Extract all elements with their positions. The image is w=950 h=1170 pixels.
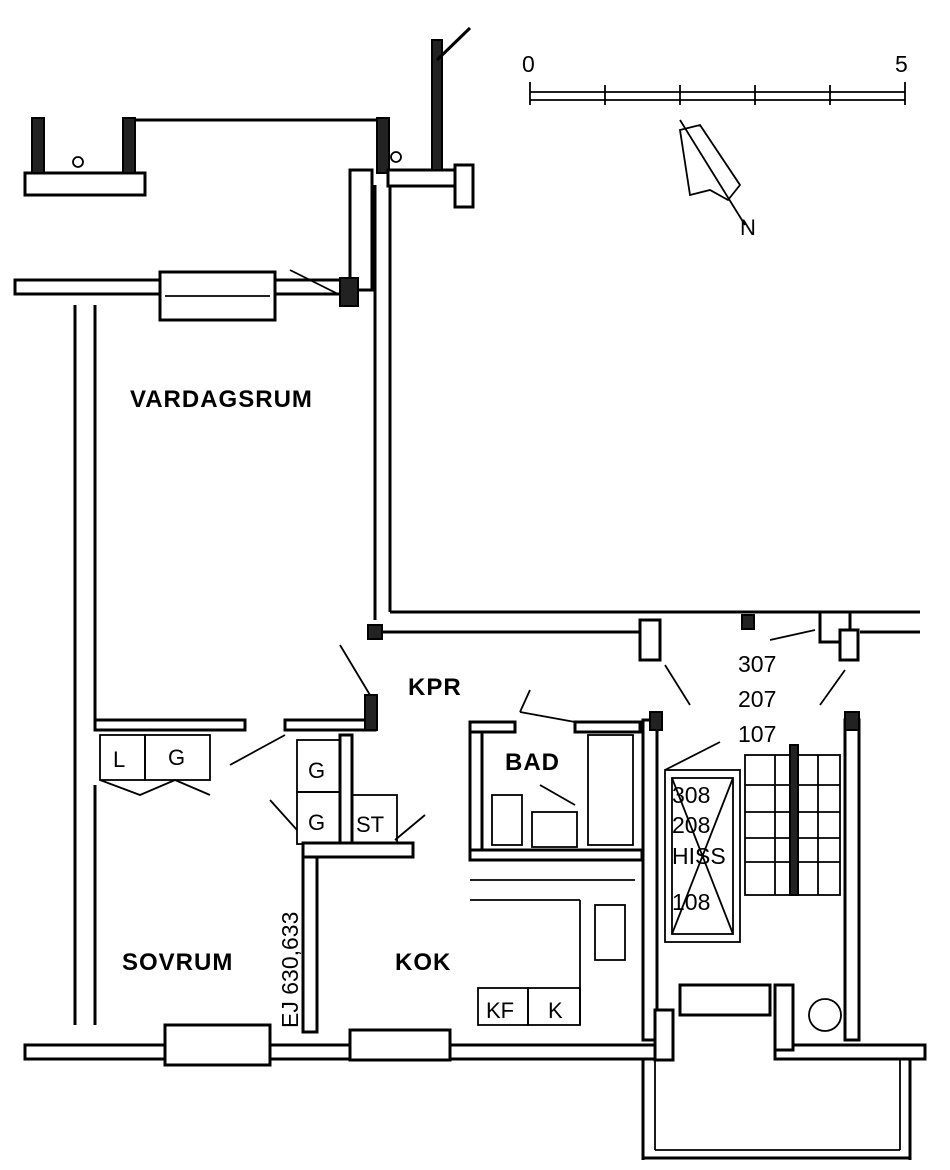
north-arrow-icon: N <box>678 119 756 240</box>
room-label-bathroom: BAD <box>505 749 560 776</box>
room-label-closet: KPR <box>408 674 462 701</box>
north-label: N <box>740 215 756 240</box>
fixture-label-g: G <box>308 758 325 783</box>
stair-number: 307 <box>738 651 776 677</box>
fixture-label-st: ST <box>356 812 384 837</box>
elevator-number: 308 <box>672 782 710 808</box>
fixture-label-k: K <box>548 998 563 1023</box>
stair-number: 207 <box>738 686 776 712</box>
walls <box>13 26 927 1160</box>
note-label: EJ 630,633 <box>277 912 303 1028</box>
fixture-label-kf: KF <box>486 998 514 1023</box>
scale-end-label: 5 <box>895 51 908 77</box>
scale-start-label: 0 <box>522 51 535 77</box>
room-label-bedroom: SOVRUM <box>122 949 233 976</box>
scale-bar: 0 5 <box>522 51 908 105</box>
room-label-living-room: VARDAGSRUM <box>130 386 313 413</box>
stair-number: 107 <box>738 721 776 747</box>
elevator-number: 208 <box>672 812 710 838</box>
staircase <box>744 744 841 896</box>
fixture-label-g: G <box>168 745 185 770</box>
elevator-number: 108 <box>672 889 710 915</box>
elevator-label: HISS <box>672 843 726 869</box>
room-label-kitchen: KOK <box>395 949 451 976</box>
fixture-label-l: L <box>113 747 125 772</box>
fixture-label-g: G <box>308 810 325 835</box>
